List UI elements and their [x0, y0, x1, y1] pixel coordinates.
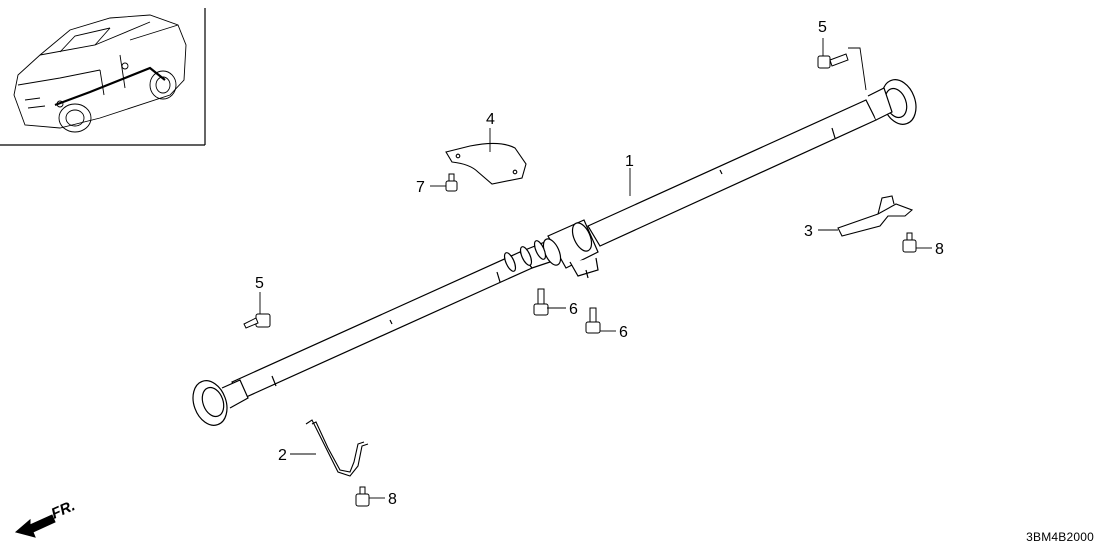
heat-insulator	[445, 142, 527, 185]
callout-insulator-nut: 7	[416, 179, 425, 196]
callout-bolt-top: 5	[818, 19, 827, 36]
callout-flange-bolt-a: 6	[569, 301, 578, 318]
propeller-shaft	[192, 79, 917, 426]
flange-bolt-a	[533, 288, 549, 316]
callout-heat-insulator: 4	[486, 111, 495, 128]
callout-rear-stay: 2	[278, 447, 287, 464]
callout-bolt-left: 5	[255, 275, 264, 292]
diagram-code: 3BM4B2000	[1026, 530, 1094, 544]
bolt-top	[817, 53, 849, 69]
flange-bolt-b	[585, 307, 601, 334]
insulator-nut	[445, 173, 458, 192]
stay-bolt-bottom	[355, 486, 370, 507]
stay-bolt-right	[902, 232, 917, 253]
callout-front-stay: 3	[804, 223, 813, 240]
callout-propeller-shaft: 1	[625, 153, 634, 170]
front-label: FR.	[49, 497, 78, 522]
bolt-left	[243, 313, 271, 329]
front-stay	[837, 195, 914, 237]
front-arrow-icon	[14, 514, 56, 538]
vehicle-locator-inset	[0, 8, 206, 146]
callout-flange-bolt-b: 6	[619, 324, 628, 341]
leader-lines	[259, 38, 932, 499]
front-direction-marker: FR.	[14, 497, 78, 538]
rear-stay	[305, 419, 369, 477]
callout-stay-bolt-bottom: 8	[388, 491, 397, 508]
callout-stay-bolt-right: 8	[935, 241, 944, 258]
